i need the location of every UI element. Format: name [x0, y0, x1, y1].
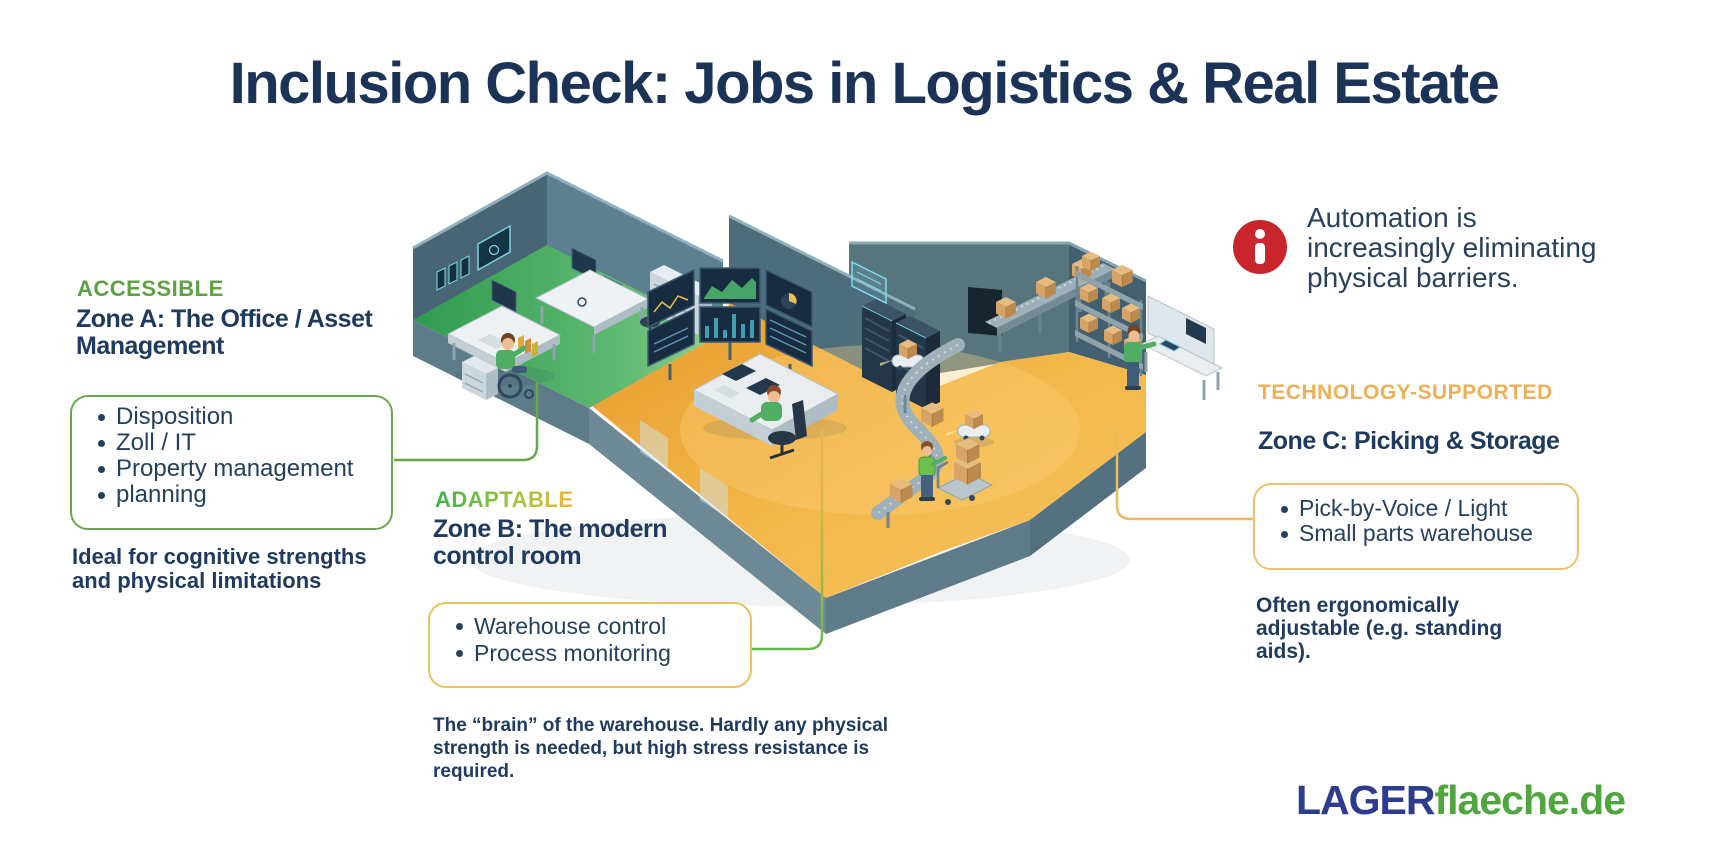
warehouse-illustration	[412, 171, 1224, 634]
belt-worker	[918, 441, 947, 501]
packing-station	[1140, 295, 1224, 400]
zone-b-bullet-box: Warehouse control Process monitoring	[428, 602, 752, 688]
list-item: Zoll / IT	[98, 430, 391, 456]
picker-worker	[1124, 324, 1157, 390]
list-item: Small parts warehouse	[1281, 521, 1577, 546]
zone-b-list: Warehouse control Process monitoring	[430, 613, 750, 667]
info-icon-dot	[1255, 229, 1265, 239]
zone-c-bullet-box: Pick-by-Voice / Light Small parts wareho…	[1253, 483, 1579, 570]
zone-a-list: Disposition Zoll / IT Property managemen…	[72, 404, 391, 508]
zone-b-tag: ADAPTABLE	[435, 487, 574, 512]
headset-icon	[577, 297, 587, 307]
zone-a-heading: Zone A: The Office / Asset Management	[76, 305, 373, 360]
wall-display-panel	[851, 260, 887, 305]
logo-prefix: LAGER	[1296, 777, 1435, 823]
zone-b-note: The “brain” of the warehouse. Hardly any…	[433, 715, 889, 782]
site-logo: LAGERflaeche.de	[1296, 777, 1627, 824]
zone-a-floor	[413, 245, 723, 408]
office-wall-art	[436, 224, 511, 291]
zone-b-heading: Zone B: The modern control room	[433, 515, 668, 570]
zone-c-heading: Zone C: Picking & Storage	[1258, 427, 1560, 455]
list-item: Process monitoring	[456, 640, 750, 667]
zone-c-tag: TECHNOLOGY-SUPPORTED	[1258, 381, 1553, 404]
list-item: Disposition	[98, 404, 391, 430]
info-circle-icon	[1233, 220, 1287, 274]
zone-c-note: Often ergonomically adjustable (e.g. sta…	[1256, 594, 1503, 663]
page-title: Inclusion Check: Jobs in Logistics & Rea…	[229, 51, 1500, 116]
zone-a-bullet-box: Disposition Zoll / IT Property managemen…	[70, 395, 393, 530]
list-item: Pick-by-Voice / Light	[1281, 496, 1577, 521]
list-item: planning	[98, 482, 391, 508]
info-note-text: Automation is increasingly eliminating p…	[1307, 202, 1597, 293]
zone-c-list: Pick-by-Voice / Light Small parts wareho…	[1255, 496, 1577, 546]
logo-suffix: flaeche.de	[1434, 777, 1627, 823]
info-icon-stem	[1255, 243, 1265, 264]
trolley-cart	[936, 437, 994, 505]
list-item: Warehouse control	[456, 613, 750, 640]
control-monitor-wall	[647, 267, 813, 382]
zone-a-note: Ideal for cognitive strengths and physic…	[72, 544, 367, 593]
zone-a-tag: ACCESSIBLE	[77, 276, 224, 301]
list-item: Property management	[98, 456, 391, 482]
